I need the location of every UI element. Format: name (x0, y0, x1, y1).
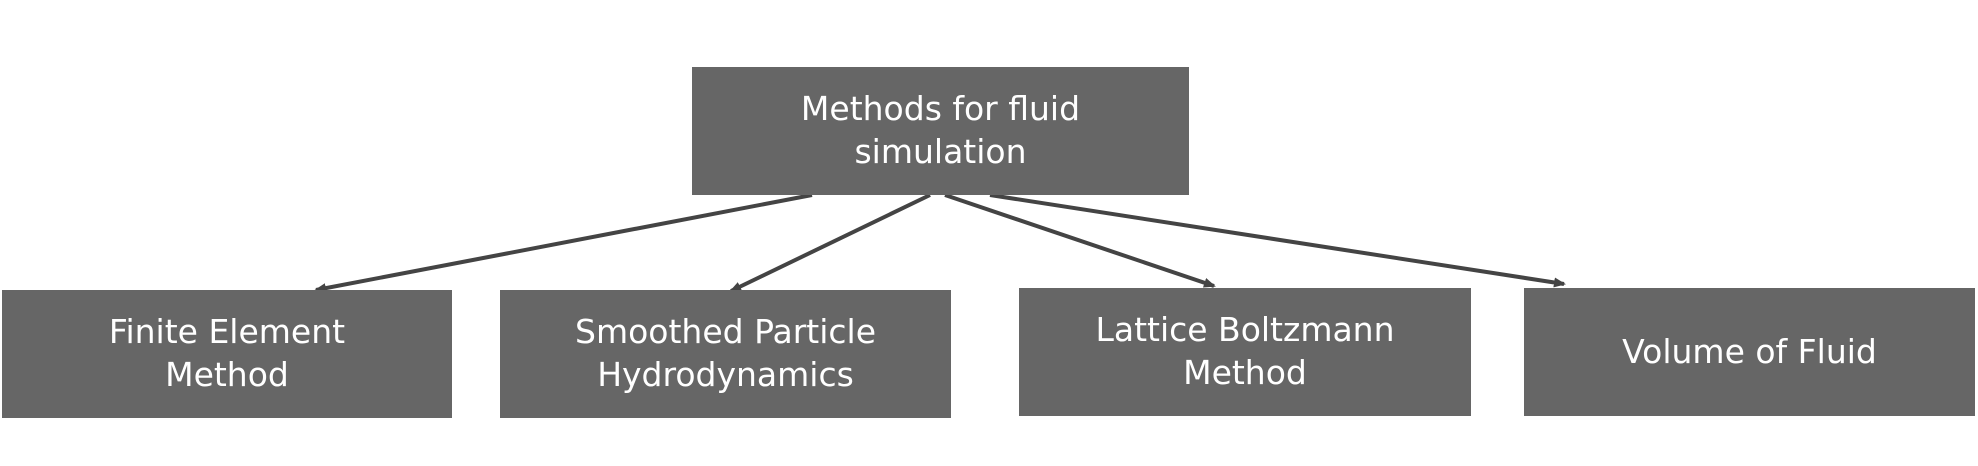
edge-root-to-sph (729, 193, 931, 293)
node-label-line-1: Volume of Fluid (1622, 331, 1877, 371)
node-label-line-2: Method (1183, 353, 1307, 392)
edge-root-to-lattice-boltzmann (944, 193, 1216, 288)
node-label-line-1: Smoothed Particle (575, 312, 876, 352)
node-volume-of-fluid: Volume of Fluid (1524, 288, 1975, 416)
edge-root-to-finite-element (314, 193, 813, 294)
root-node: Methods for fluid simulation (692, 67, 1189, 195)
node-lattice-boltzmann-method: Lattice Boltzmann Method (1019, 288, 1471, 416)
root-node-label: Methods for fluid simulation (800, 89, 1081, 171)
node-label: Lattice Boltzmann Method (1095, 309, 1394, 395)
node-label-line-2: Method (165, 355, 289, 394)
node-label-line-1: Lattice Boltzmann (1095, 310, 1395, 350)
edge-root-to-volume-of-fluid (989, 193, 1566, 288)
node-label: Finite Element Method (109, 311, 345, 397)
node-label: Smoothed Particle Hydrodynamics (575, 311, 876, 397)
node-smoothed-particle-hydrodynamics: Smoothed Particle Hydrodynamics (500, 290, 951, 418)
node-finite-element-method: Finite Element Method (2, 290, 452, 418)
node-label-line-1: Finite Element (108, 312, 346, 352)
node-label-line-2: Hydrodynamics (597, 355, 854, 394)
